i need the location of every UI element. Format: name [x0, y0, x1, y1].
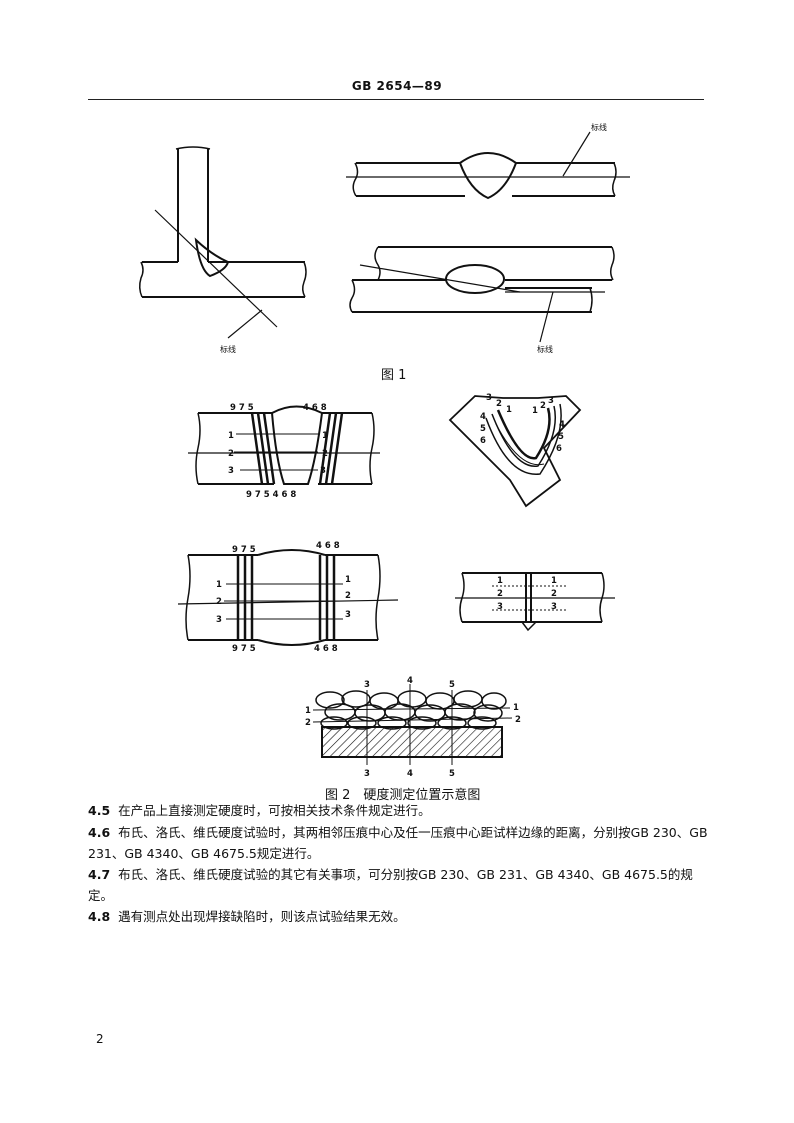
fig2e-bottom-5: 5 [449, 769, 455, 779]
fig2e-right-2: 2 [515, 715, 521, 725]
figure1-caption: 图 1 [381, 368, 407, 383]
fig2b-r3: 3 [548, 396, 554, 406]
fig2a-row-1-right: 1 [322, 431, 328, 441]
fig2b-l3: 3 [486, 393, 492, 403]
fig2d-row-1-right: 1 [551, 576, 557, 586]
fig2a-row-2-right: 2 [322, 449, 328, 459]
fig2c-row-1-right: 1 [345, 575, 351, 585]
clause-4-8: 4.8 遇有测点处出现焊接缺陷时，则该点试验结果无效。 [88, 906, 708, 927]
fig1-left-marker-label: 标线 [220, 344, 236, 354]
fig2b-r6: 6 [556, 444, 562, 454]
fig2c-bottom-right: 4 6 8 [314, 644, 338, 654]
fig2c-row-2: 2 [216, 597, 222, 607]
fig2c-row-1: 1 [216, 580, 222, 590]
fig2c-row-2-right: 2 [345, 591, 351, 601]
fig2b-l2: 2 [496, 399, 502, 409]
fig2a-top-right-labels: 4 6 8 [303, 403, 327, 413]
fig2-panel-b: 3 2 1 4 5 6 1 2 3 4 5 6 [448, 393, 582, 508]
fig2-panel-d: 1 2 3 1 2 3 [455, 572, 615, 632]
fig2e-left-2: 2 [305, 718, 311, 728]
fig1-butt-joint: 标线 [346, 122, 630, 200]
fig2e-right-1: 1 [513, 703, 519, 713]
fig2b-l6: 6 [480, 436, 486, 446]
fig2d-row-3-right: 3 [551, 602, 557, 612]
fig2c-top-right: 4 6 8 [316, 541, 340, 551]
fig2b-r4: 4 [559, 420, 565, 430]
fig2a-row-3: 3 [228, 466, 234, 476]
fig2b-r2: 2 [540, 401, 546, 411]
fig2a-row-3-right: 3 [320, 466, 326, 476]
fig2e-top-4: 4 [407, 676, 413, 686]
fig2d-row-2: 2 [497, 589, 503, 599]
fig2a-top-left-labels: 9 7 5 [230, 403, 254, 413]
fig2c-row-3: 3 [216, 615, 222, 625]
clause-4-5: 4.5 在产品上直接测定硬度时，可按相关技术条件规定进行。 [88, 800, 708, 821]
fig1-right-bottom-marker-label: 标线 [537, 344, 553, 354]
fig2b-r5: 5 [558, 432, 564, 442]
document-header: GB 2654—89 [351, 79, 443, 93]
clause-text: 遇有测点处出现焊接缺陷时，则该点试验结果无效。 [118, 909, 406, 924]
fig2a-row-2: 2 [228, 449, 234, 459]
clause-number: 4.8 [88, 909, 111, 924]
fig2e-top-5: 5 [449, 680, 455, 690]
fig2d-row-2-right: 2 [551, 589, 557, 599]
page-number: 2 [96, 1032, 104, 1046]
fig2a-bottom-labels: 9 7 5 4 6 8 [246, 490, 296, 500]
fig1-lap-joint: 标线 [349, 246, 615, 354]
fig2e-left-1: 1 [305, 706, 311, 716]
fig2c-bottom-left: 9 7 5 [232, 644, 256, 654]
clause-text: 布氏、洛氏、维氏硬度试验的其它有关事项，可分别按GB 230、GB 231、GB… [88, 867, 693, 903]
fig2b-l4: 4 [480, 412, 486, 422]
fig2e-bottom-4: 4 [407, 769, 413, 779]
fig2c-row-3-right: 3 [345, 610, 351, 620]
fig2b-r1: 1 [532, 406, 538, 416]
fig2-panel-e: 3 4 5 3 4 5 1 2 1 2 [305, 676, 521, 779]
clause-text: 在产品上直接测定硬度时，可按相关技术条件规定进行。 [118, 803, 431, 818]
clause-number: 4.5 [88, 803, 111, 818]
figures: 标线 标线 标线 [138, 122, 630, 779]
fig2e-top-3: 3 [364, 680, 370, 690]
fig1-tee-joint: 标线 [138, 146, 307, 354]
fig2-panel-c: 9 7 5 4 6 8 9 7 5 4 6 8 1 2 3 1 2 3 [177, 541, 399, 654]
fig2a-row-1: 1 [228, 431, 234, 441]
clause-text: 布氏、洛氏、维氏硬度试验时，其两相邻压痕中心及任一压痕中心距试样边缘的距离，分别… [88, 825, 708, 861]
figure2-caption: 图 2 硬度测定位置示意图 [325, 788, 481, 803]
header-rule [88, 99, 704, 100]
clause-number: 4.7 [88, 867, 111, 882]
fig2c-top-left: 9 7 5 [232, 545, 256, 555]
fig2-panel-a: 9 7 5 4 6 8 9 7 5 4 6 8 1 2 3 1 2 3 [188, 403, 380, 500]
fig2d-row-1: 1 [497, 576, 503, 586]
fig1-right-top-marker-label: 标线 [591, 122, 607, 132]
fig2d-row-3: 3 [497, 602, 503, 612]
clause-number: 4.6 [88, 825, 111, 840]
fig2e-bottom-3: 3 [364, 769, 370, 779]
fig2b-l5: 5 [480, 424, 486, 434]
fig2b-l1: 1 [506, 405, 512, 415]
